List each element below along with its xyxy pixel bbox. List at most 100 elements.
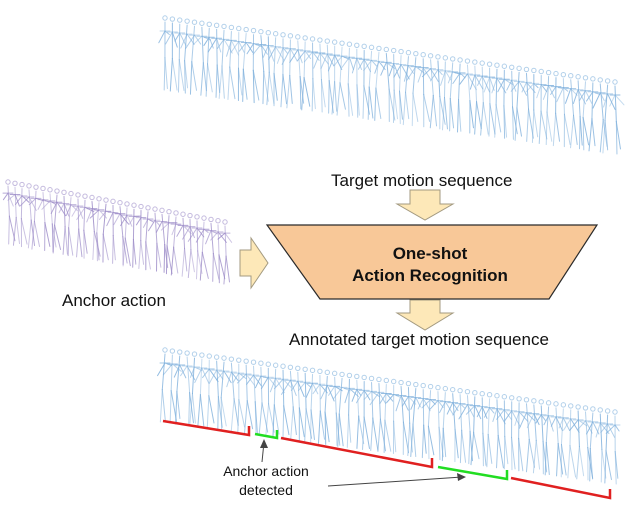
pointer-head-2	[457, 473, 466, 481]
one-shot-action-recognition-module	[265, 224, 599, 300]
skeleton-pose	[252, 28, 269, 105]
skeleton-pose	[174, 17, 187, 93]
skeleton-pose	[225, 24, 240, 100]
skeleton-pose	[513, 396, 529, 472]
skeleton-pose	[421, 53, 439, 129]
skeleton-pose	[379, 377, 394, 453]
skeleton-pose	[185, 19, 202, 95]
skeleton-pose	[542, 69, 555, 146]
skeleton-pose	[491, 393, 506, 469]
skeleton-pose	[187, 214, 205, 280]
skeleton-pose	[328, 370, 343, 446]
module-title: One-shot Action Recognition	[330, 243, 530, 287]
module-title-line2: Action Recognition	[352, 266, 508, 285]
skeleton-pose	[262, 29, 275, 106]
skeleton-pose	[446, 386, 459, 463]
skeleton-pose	[388, 47, 401, 124]
skeleton-pose	[246, 359, 262, 435]
skeleton-pose	[65, 190, 78, 257]
skeleton-pose	[254, 360, 269, 436]
skeleton-pose	[518, 397, 536, 473]
segment-detected-1	[254, 430, 279, 440]
annotated-sequence-label: Annotated target motion sequence	[289, 330, 549, 349]
skeleton-pose	[173, 349, 187, 425]
skeleton-pose	[557, 402, 571, 478]
skeleton-pose	[303, 36, 320, 112]
skeleton-pose	[128, 202, 142, 268]
skeleton-pose	[232, 357, 247, 433]
skeleton-pose	[550, 70, 563, 147]
skeleton-pose	[312, 368, 328, 444]
skeleton-pose	[417, 382, 431, 459]
skeleton-pose	[609, 79, 625, 155]
segment-other-3	[510, 476, 612, 500]
skeleton-pose	[208, 354, 224, 430]
anchor-detected-line2: detected	[239, 482, 293, 498]
skeleton-pose	[7, 180, 21, 246]
skeleton-pose	[585, 76, 601, 152]
skeleton-pose	[180, 18, 195, 94]
skeleton-pose	[296, 35, 312, 111]
skeleton-pose	[305, 367, 319, 443]
skeleton-pose	[594, 407, 610, 483]
skeleton-pose	[592, 77, 608, 153]
skeleton-pose	[452, 57, 466, 133]
segment-other-2	[280, 436, 434, 469]
skeleton-pose	[497, 63, 513, 139]
pointer-arrows	[260, 439, 466, 487]
skeleton-pose	[71, 192, 84, 258]
skeleton-pose	[189, 351, 203, 427]
skeleton-pose	[605, 409, 621, 485]
skeleton-pose	[491, 62, 507, 138]
skeleton-pose	[320, 369, 335, 445]
skeleton-pose	[14, 181, 30, 248]
skeleton-pose	[564, 73, 578, 149]
skeleton-pose	[180, 350, 196, 426]
target-motion-skeletons	[158, 15, 625, 155]
skeleton-pose	[506, 64, 518, 140]
skeleton-pose	[483, 392, 496, 468]
skeleton-pose	[410, 381, 422, 458]
pointer-head-1	[260, 439, 268, 448]
skeleton-pose	[202, 353, 219, 429]
skeleton-pose	[459, 58, 477, 134]
segment-other-1	[162, 419, 251, 437]
skeleton-pose	[120, 201, 133, 267]
skeleton-pose	[563, 403, 580, 479]
skeleton-pose	[510, 65, 528, 141]
skeleton-pose	[281, 33, 298, 109]
skeleton-pose	[333, 371, 351, 447]
skeleton-pose	[160, 208, 178, 275]
segment-detected-2	[437, 465, 509, 481]
skeleton-pose	[469, 59, 484, 135]
skeleton-pose	[586, 406, 600, 482]
skeleton-pose	[215, 355, 232, 431]
skeleton-pose	[2, 179, 16, 245]
skeleton-pose	[176, 211, 192, 277]
skeleton-pose	[430, 54, 446, 130]
skeleton-pose	[386, 378, 401, 455]
skeleton-pose	[550, 401, 564, 477]
skeleton-pose	[401, 380, 417, 457]
skeleton-pose	[207, 22, 223, 98]
skeleton-pose	[193, 20, 212, 96]
skeleton-pose	[465, 389, 482, 466]
skeleton-pose	[89, 196, 108, 262]
skeleton-pose	[447, 56, 462, 132]
skeleton-pose	[343, 372, 359, 448]
skeleton-pose	[225, 356, 239, 432]
skeleton-pose	[106, 198, 122, 264]
skeleton-pose	[297, 366, 313, 442]
skeleton-pose	[76, 193, 95, 259]
skeleton-pose	[417, 52, 432, 128]
skeleton-pose	[569, 404, 588, 480]
skeleton-pose	[535, 399, 548, 475]
skeleton-pose	[363, 375, 381, 451]
skeleton-pose	[543, 400, 555, 476]
skeleton-pose	[162, 348, 182, 424]
skeleton-pose	[406, 50, 425, 127]
target-sequence-label: Target motion sequence	[331, 171, 513, 190]
skeleton-pose	[476, 391, 488, 467]
skeleton-pose	[205, 216, 220, 282]
skeleton-pose	[170, 210, 182, 276]
